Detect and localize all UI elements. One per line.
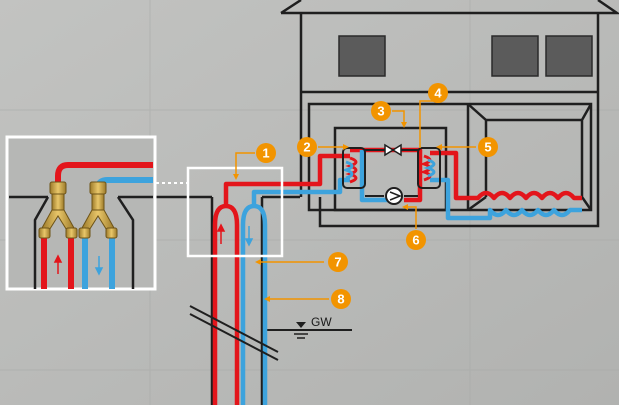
heating-return-cold xyxy=(430,177,582,221)
window-left xyxy=(338,35,386,77)
groundwater-level: GW xyxy=(262,315,352,339)
inset-hot-pipe xyxy=(55,162,153,184)
up-arrow-icon xyxy=(53,254,63,274)
probe-head-highlight xyxy=(186,166,284,258)
water-level-icon xyxy=(296,322,306,328)
callout-1: 1 xyxy=(256,143,276,163)
zoom-inset xyxy=(5,135,157,291)
window-middle xyxy=(491,35,539,77)
brass-fitting-left xyxy=(38,181,78,239)
callout-number: 7 xyxy=(334,255,341,270)
leader-3 xyxy=(392,110,405,126)
callout-number: 1 xyxy=(262,146,269,161)
evaporator-coil xyxy=(341,147,366,189)
callout-2: 2 xyxy=(297,137,317,157)
callout-4: 4 xyxy=(428,83,448,103)
refrigerant-cold xyxy=(359,150,390,203)
break-mark xyxy=(189,305,279,361)
house-roof xyxy=(280,0,619,15)
callout-circle-icon xyxy=(478,137,498,157)
callout-circle-icon xyxy=(297,137,317,157)
callout-7: 7 xyxy=(328,252,348,272)
callout-circle-icon xyxy=(428,83,448,103)
leader-arrowheads xyxy=(233,122,442,302)
heating-flow-hot xyxy=(430,150,582,201)
callout-number: 6 xyxy=(412,233,419,248)
room-perspective xyxy=(467,103,593,212)
callout-8: 8 xyxy=(331,289,351,309)
callout-circle-icon xyxy=(406,230,426,250)
callout-number: 3 xyxy=(377,104,384,119)
supply-line-hot xyxy=(223,153,350,206)
callout-3: 3 xyxy=(371,101,391,121)
leader-1 xyxy=(235,152,255,178)
callout-number: 2 xyxy=(303,140,310,155)
window-right xyxy=(545,35,593,77)
borehole xyxy=(210,197,264,405)
callout-6: 6 xyxy=(406,230,426,250)
callout-group: 1 2 3 4 5 6 7 8 xyxy=(256,83,498,309)
callout-circle-icon xyxy=(371,101,391,121)
callout-number: 8 xyxy=(337,292,344,307)
refrigerant-loop xyxy=(365,149,418,197)
groundwater-label: GW xyxy=(311,315,332,329)
callout-5: 5 xyxy=(478,137,498,157)
down-arrow-icon xyxy=(244,226,254,247)
brass-fitting-right xyxy=(78,181,118,239)
condenser-coil xyxy=(417,147,441,189)
down-arrow-icon xyxy=(94,256,104,276)
callout-number: 5 xyxy=(484,140,491,155)
heat-pump-housing xyxy=(333,126,448,212)
house-outer-wall xyxy=(299,13,600,228)
valve-icon xyxy=(384,143,402,157)
inset-borehole xyxy=(33,196,135,289)
callout-number: 4 xyxy=(434,86,442,101)
house xyxy=(280,0,619,228)
callout-circle-icon xyxy=(256,143,276,163)
callout-circle-icon xyxy=(331,289,351,309)
compressor-icon xyxy=(385,187,403,205)
callout-circle-icon xyxy=(328,252,348,272)
up-arrow-icon xyxy=(216,223,226,244)
